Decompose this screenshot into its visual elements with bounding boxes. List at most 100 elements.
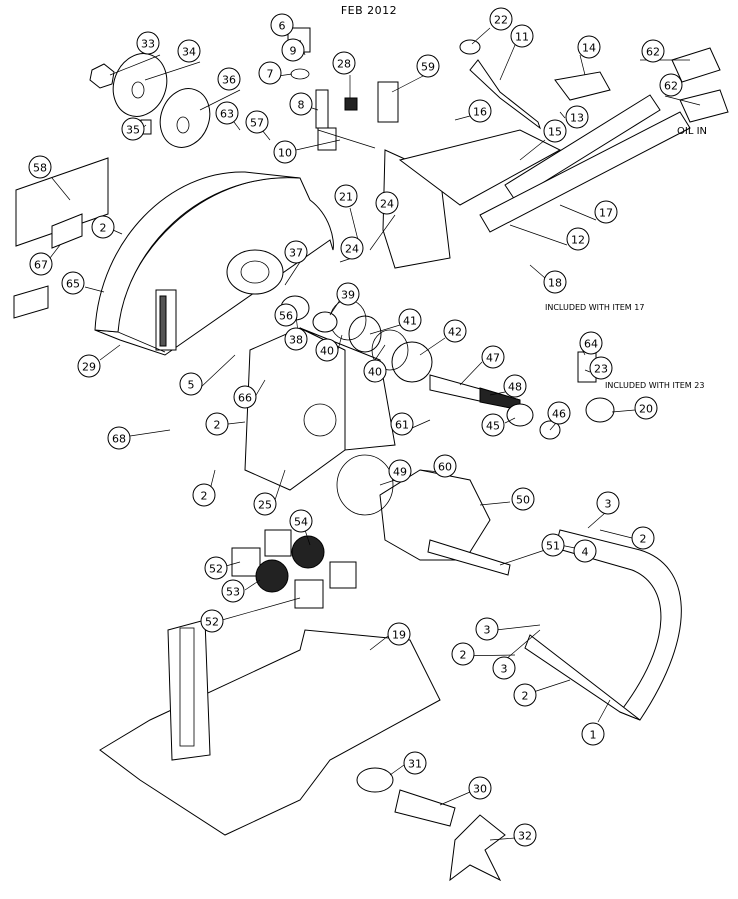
leader-line <box>489 837 516 841</box>
balloon-circle <box>566 227 590 251</box>
balloon-circle <box>547 401 571 425</box>
leader-line <box>227 421 246 425</box>
balloon-number: 53 <box>226 586 240 599</box>
leader-line <box>529 264 546 279</box>
balloon-circle <box>579 331 603 355</box>
balloon-number: 60 <box>438 461 452 474</box>
balloon-circle <box>284 240 308 264</box>
leader-line <box>329 299 341 316</box>
balloon-circle <box>481 345 505 369</box>
item-balloon-25: 25 <box>253 492 277 516</box>
item-balloon-2: 2 <box>91 215 115 239</box>
handle-lever-11 <box>469 59 541 130</box>
trigger-14 <box>554 71 611 101</box>
item-balloon-29: 29 <box>77 354 101 378</box>
balloon-number: 8 <box>298 99 305 112</box>
drawing-date: FEB 2012 <box>340 4 398 17</box>
item-balloon-11: 11 <box>510 24 534 48</box>
item-balloon-68: 68 <box>107 426 131 450</box>
balloon-circle <box>91 215 115 239</box>
item-balloon-66: 66 <box>233 385 257 409</box>
leader-line <box>471 27 491 45</box>
balloon-number: 2 <box>201 490 208 503</box>
balloon-circle <box>205 412 229 436</box>
item-balloon-39: 39 <box>336 282 360 306</box>
note-included-item-23: INCLUDED WITH ITEM 23 <box>605 381 704 390</box>
outer-flange-hole <box>131 81 145 99</box>
item-balloon-3: 3 <box>492 656 516 680</box>
balloon-number: 24 <box>345 243 359 256</box>
item-balloon-35: 35 <box>121 117 145 141</box>
balloon-number: 11 <box>515 31 529 44</box>
balloon-number: 23 <box>594 363 608 376</box>
balloon-circle <box>589 356 613 380</box>
item-balloon-41: 41 <box>398 308 422 332</box>
balloon-circle <box>511 487 535 511</box>
balloon-circle <box>215 101 239 125</box>
balloon-number: 65 <box>66 278 80 291</box>
arbor-nut <box>89 63 115 89</box>
item-balloon-23: 23 <box>589 356 613 380</box>
set-screw-28 <box>344 97 358 111</box>
item-balloon-50: 50 <box>511 487 535 511</box>
gear-53 <box>255 559 289 593</box>
item-balloon-9: 9 <box>281 38 305 62</box>
hose-lower <box>479 111 691 233</box>
balloon-number: 51 <box>546 540 560 553</box>
balloon-number: 59 <box>421 61 435 74</box>
balloon-number: 22 <box>494 14 508 27</box>
balloon-circle <box>107 426 131 450</box>
item-balloon-47: 47 <box>481 345 505 369</box>
item-balloon-2: 2 <box>631 526 655 550</box>
leader-line <box>99 344 121 361</box>
balloon-number: 5 <box>188 379 195 392</box>
base-plate <box>99 629 441 836</box>
balloon-number: 68 <box>112 433 126 446</box>
handle-1 <box>554 529 682 721</box>
plug-20 <box>585 397 615 423</box>
leader-line <box>225 561 241 567</box>
balloon-number: 39 <box>341 289 355 302</box>
label-65 <box>13 285 49 319</box>
leader-line <box>244 579 261 591</box>
balloon-number: 31 <box>408 758 422 771</box>
item-balloon-17: 17 <box>594 200 618 224</box>
balloon-number: 64 <box>584 338 598 351</box>
leader-line <box>504 629 541 661</box>
balloon-number: 6 <box>279 20 286 33</box>
balloon-number: 40 <box>368 366 382 379</box>
guard-hub-inner <box>240 260 270 284</box>
balloon-circle <box>596 491 620 515</box>
base-upright <box>167 619 211 761</box>
balloon-circle <box>136 31 160 55</box>
balloon-number: 2 <box>460 649 467 662</box>
balloon-number: 38 <box>289 334 303 347</box>
balloon-circle <box>77 354 101 378</box>
balloon-circle <box>270 13 294 37</box>
balloon-number: 33 <box>141 38 155 51</box>
item-balloon-58: 58 <box>28 155 52 179</box>
o-ring-40b <box>371 329 409 371</box>
guard-clamp-slot <box>159 295 167 347</box>
balloon-circle <box>28 155 52 179</box>
leader-line <box>549 422 557 431</box>
balloon-circle <box>513 683 537 707</box>
balloon-circle <box>336 282 360 306</box>
item-balloon-34: 34 <box>177 39 201 63</box>
balloon-number: 9 <box>290 45 297 58</box>
balloon-circle <box>403 751 427 775</box>
balloon-circle <box>468 776 492 800</box>
balloon-number: 40 <box>320 345 334 358</box>
note-included-item-17: INCLUDED WITH ITEM 17 <box>545 303 644 312</box>
leader-line <box>559 111 566 119</box>
item-balloon-38: 38 <box>284 327 308 351</box>
item-balloon-3: 3 <box>596 491 620 515</box>
balloon-number: 10 <box>278 147 292 160</box>
coupling-62b <box>679 89 729 123</box>
balloon-number: 56 <box>279 310 293 323</box>
item-balloon-7: 7 <box>258 61 282 85</box>
balloon-number: 66 <box>238 392 252 405</box>
leader-line <box>51 177 71 201</box>
